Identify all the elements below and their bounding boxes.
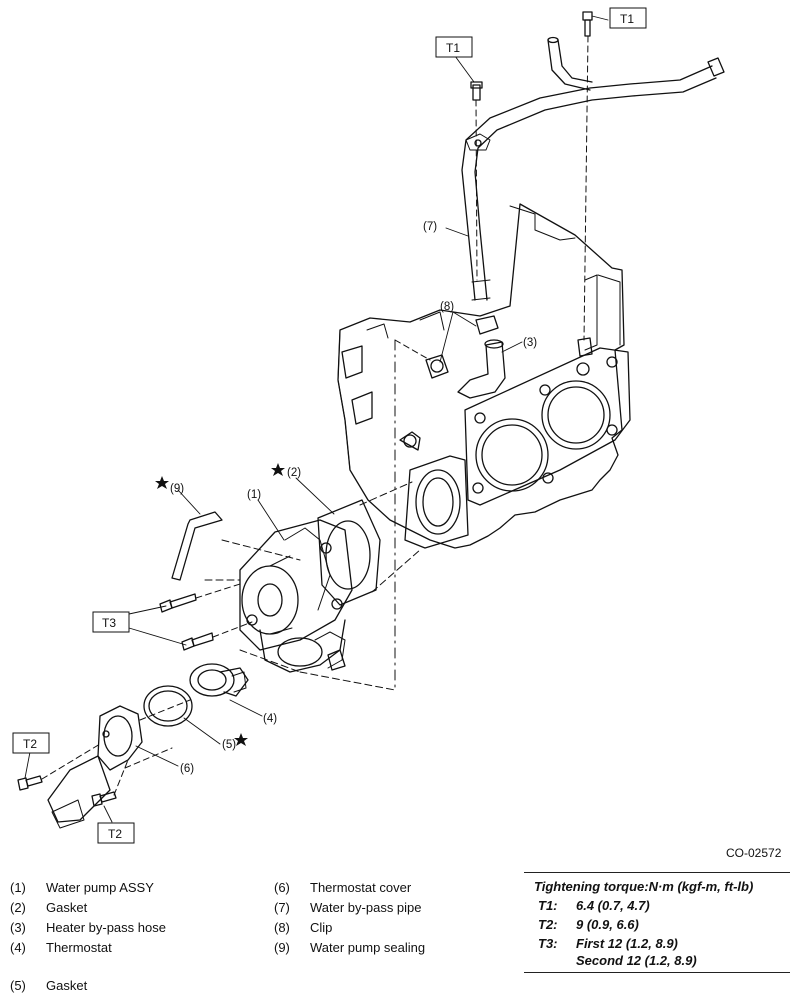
callout-1: (1) (247, 489, 261, 501)
star-icon (234, 733, 248, 746)
legend-number: (2) (10, 900, 26, 915)
star-markers (155, 463, 285, 746)
legend-item: (6) Thermostat cover (274, 878, 425, 898)
t1-bolt-left (470, 81, 483, 281)
legend-label: Gasket (46, 978, 88, 993)
thermostat-cover (47, 699, 191, 829)
torque-row: T2: 9 (0.9, 6.6) (524, 917, 790, 932)
torque-box-t1-left (435, 36, 473, 58)
thermostat (189, 663, 249, 697)
parts-legend-left: (1) Water pump ASSY (2) Gasket (3) Heate… (10, 878, 166, 996)
water-pump-sealing (171, 511, 223, 581)
figure-code: CO-02572 (726, 846, 782, 860)
torque-row: Second 12 (1.2, 8.9) (524, 953, 790, 968)
star-icon (271, 463, 285, 476)
legend-label: Gasket (46, 900, 88, 915)
t1-bolt-right (577, 11, 593, 357)
torque-box-t2-right (97, 822, 135, 844)
legend-number: (7) (274, 900, 290, 915)
callout-8: (8) (440, 301, 454, 313)
legend-number: (8) (274, 920, 290, 935)
torque-value: First 12 (1.2, 8.9) (576, 936, 678, 951)
legend-item: (1) Water pump ASSY (10, 878, 166, 898)
torque-box-t2-left (12, 732, 50, 754)
torque-box-t1-right (609, 7, 647, 29)
legend-item: (3) Heater by-pass hose (10, 918, 166, 938)
legend-item: (9) Water pump sealing (274, 938, 425, 958)
torque-box-label: T1 (620, 12, 634, 26)
t2-bolt-left (17, 743, 101, 791)
torque-box-label: T3 (102, 616, 116, 630)
legend-item: (4) Thermostat (10, 938, 166, 958)
heater-bypass-hose (457, 339, 506, 399)
legend-number: (9) (274, 940, 290, 955)
gasket-5 (143, 685, 193, 727)
water-bypass-pipe (461, 36, 725, 301)
callout-3: (3) (523, 337, 537, 349)
torque-box-label: T2 (23, 737, 37, 751)
torque-row: T3: First 12 (1.2, 8.9) (524, 936, 790, 951)
torque-label: T2: (538, 917, 558, 932)
t3-bolt-upper (159, 583, 241, 613)
torque-value: 6.4 (0.7, 4.7) (576, 898, 650, 913)
legend-number: (1) (10, 880, 26, 895)
torque-box-label: T1 (446, 41, 460, 55)
callout-7: (7) (423, 221, 437, 233)
torque-box-label: T2 (108, 827, 122, 841)
legend-item: (8) Clip (274, 918, 425, 938)
torque-label: T1: (538, 898, 558, 913)
gasket-2 (317, 499, 381, 606)
callout-5: (5) (222, 739, 236, 751)
legend-label: Thermostat (46, 940, 112, 955)
torque-table-rule (524, 968, 790, 973)
legend-number: (5) (10, 978, 26, 993)
exploded-parts-diagram: (1) (2) (3) (4) (5) (6) (7) (8) (9) T1 T… (12, 7, 725, 844)
legend-label: Clip (310, 920, 333, 935)
parts-legend-middle: (6) Thermostat cover (7) Water by-pass p… (274, 878, 425, 958)
water-pump-assy (239, 519, 353, 673)
star-icon (155, 476, 169, 489)
torque-label: T3: (538, 936, 558, 951)
engine-block (337, 203, 631, 549)
legend-label: Heater by-pass hose (46, 920, 166, 935)
legend-number: (6) (274, 880, 290, 895)
torque-box-t3 (92, 611, 130, 633)
callout-4: (4) (263, 713, 277, 725)
legend-item: (7) Water by-pass pipe (274, 898, 425, 918)
torque-row: T1: 6.4 (0.7, 4.7) (524, 898, 790, 913)
t2-bolt-right (91, 759, 129, 807)
callout-9: (9) (170, 483, 184, 495)
legend-item: (5) Gasket (10, 976, 166, 996)
callout-2: (2) (287, 467, 301, 479)
legend-item: (2) Gasket (10, 898, 166, 918)
t3-bolt-lower (181, 621, 253, 651)
legend-label: Water pump ASSY (46, 880, 154, 895)
tightening-torque-table: Tightening torque:N·m (kgf-m, ft-lb) T1:… (524, 872, 790, 973)
legend-number: (3) (10, 920, 26, 935)
torque-table-title: Tightening torque:N·m (kgf-m, ft-lb) (524, 872, 790, 894)
legend-number: (4) (10, 940, 26, 955)
callout-6: (6) (180, 763, 194, 775)
legend-label: Water by-pass pipe (310, 900, 422, 915)
legend-label: Water pump sealing (310, 940, 426, 955)
legend-label: Thermostat cover (310, 880, 412, 895)
torque-value: Second 12 (1.2, 8.9) (576, 953, 697, 968)
clip (425, 315, 499, 379)
torque-value: 9 (0.9, 6.6) (576, 917, 639, 932)
